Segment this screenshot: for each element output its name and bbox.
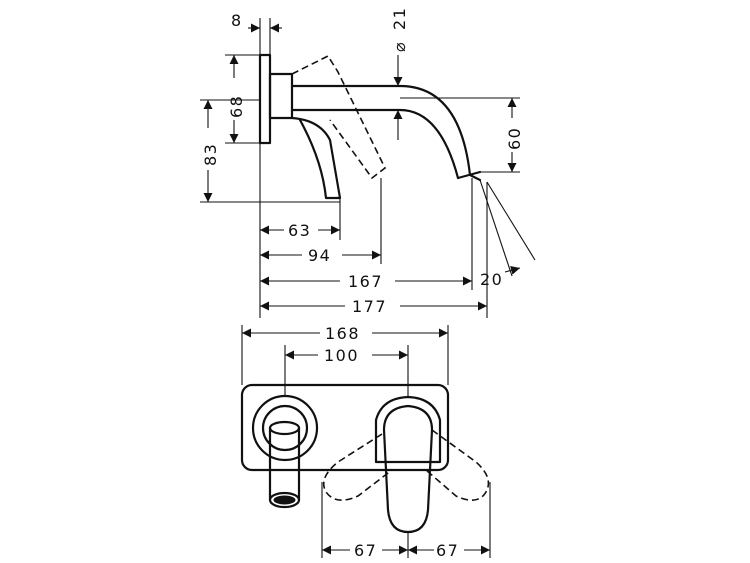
- dim-lever-swing-right: 67: [436, 541, 459, 560]
- front-view: 168 100 67 67: [240, 324, 491, 560]
- lever-swung-left: [322, 433, 393, 501]
- lever-side: [290, 116, 342, 200]
- dim-outlet-height: 83: [201, 143, 220, 166]
- valve-body: [268, 72, 294, 120]
- dim-pipe-diameter: 21: [390, 7, 409, 30]
- dim-plate-width: 168: [325, 324, 360, 343]
- dim-plate-height: 68: [227, 95, 246, 118]
- dim-spout-angle: 20: [480, 270, 503, 289]
- spout-front: [268, 426, 301, 502]
- cover-plate: [240, 383, 450, 472]
- dim-spout-reach: 167: [348, 272, 383, 291]
- dim-flange-thickness: 8: [231, 11, 243, 30]
- dim-spout-drop: 60: [505, 127, 524, 150]
- dim-lever-depth: 63: [288, 221, 311, 240]
- dim-total-projection: 177: [352, 297, 387, 316]
- dim-centre-distance: 100: [324, 346, 359, 365]
- lever-swung-side: [291, 54, 387, 180]
- side-view: 8 21 ⌀ 68 83 60 63: [200, 7, 536, 318]
- wall-flange: [258, 53, 272, 145]
- dim-lever-swing-left: 67: [354, 541, 377, 560]
- diameter-symbol: ⌀: [390, 41, 409, 52]
- lever-swung-right: [425, 429, 490, 501]
- lever-rosette: [374, 395, 442, 464]
- lever-front: [382, 404, 434, 534]
- dim-lever-reach: 94: [308, 246, 331, 265]
